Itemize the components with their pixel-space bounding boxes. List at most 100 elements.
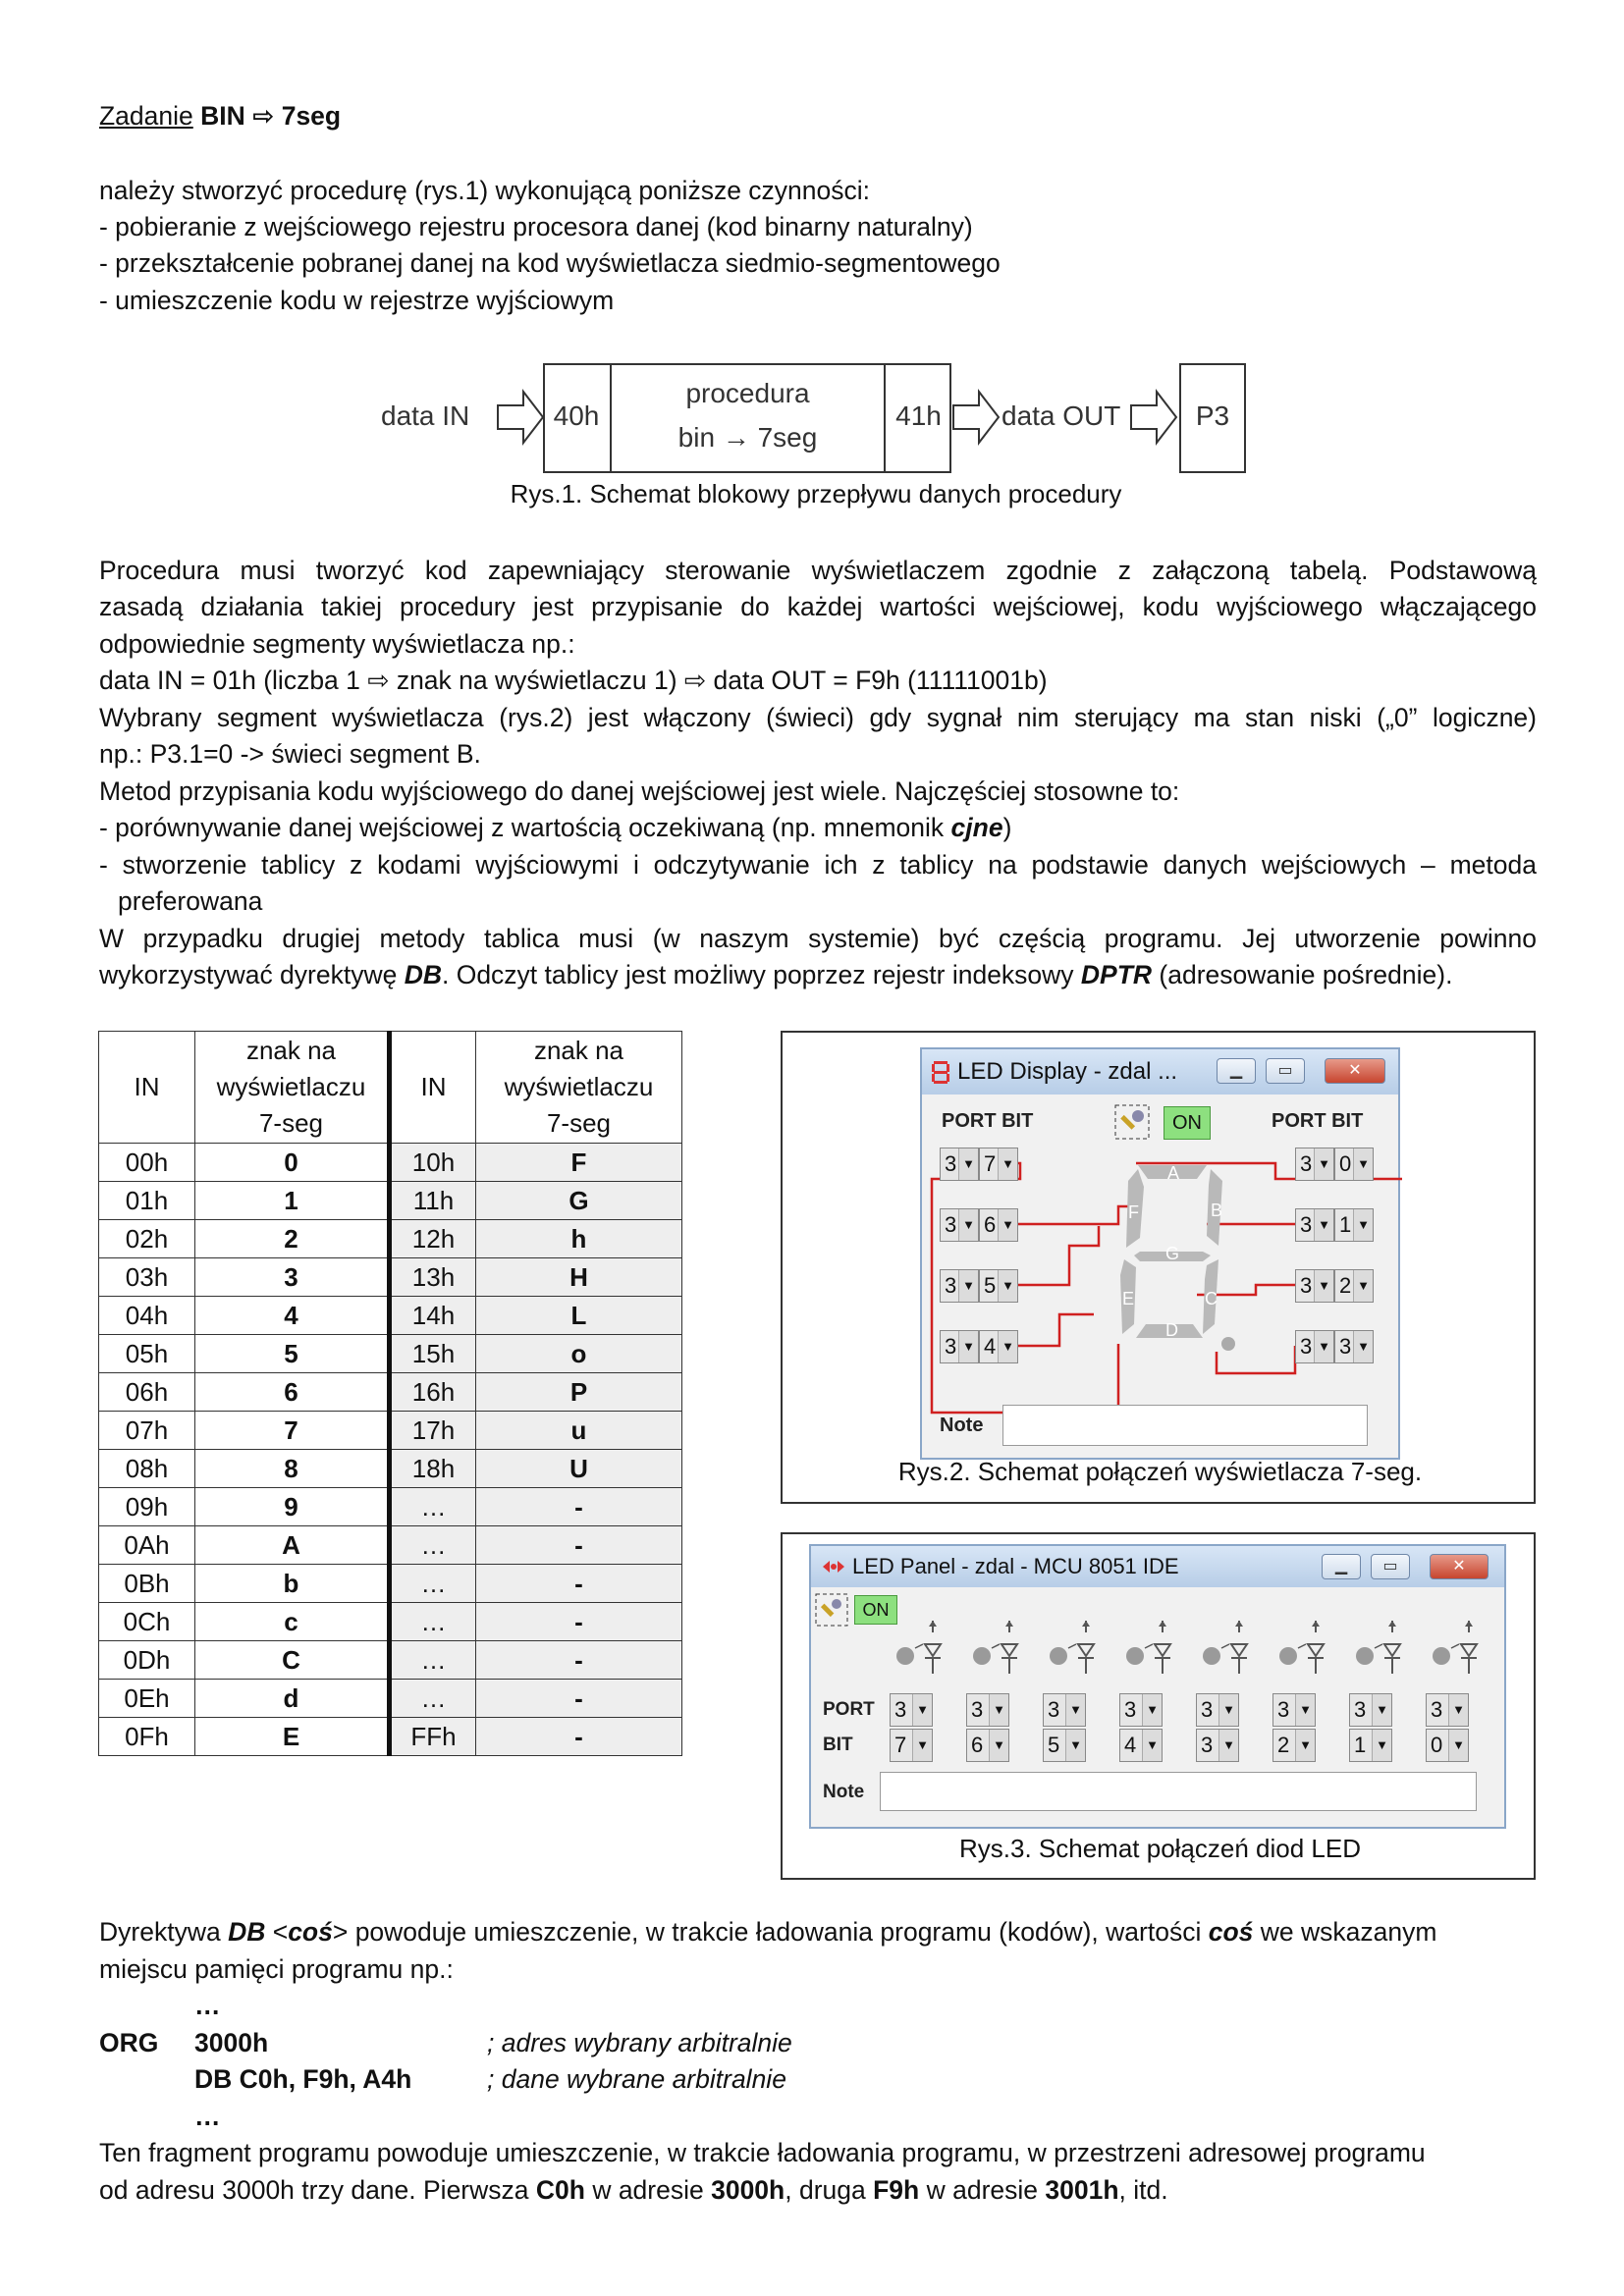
chevron-down-icon[interactable]: ▼	[1065, 1694, 1085, 1726]
bit-select[interactable]: 7▼	[979, 1148, 1018, 1181]
chevron-down-icon[interactable]: ▼	[1448, 1694, 1468, 1726]
port-select[interactable]: 3▼	[940, 1330, 979, 1363]
close-button[interactable]: ✕	[1325, 1058, 1385, 1084]
chevron-down-icon[interactable]: ▼	[1314, 1209, 1333, 1241]
chevron-down-icon[interactable]: ▼	[958, 1148, 978, 1180]
bit-select[interactable]: 6▼	[966, 1729, 1009, 1762]
port-select[interactable]: 3▼	[1295, 1148, 1334, 1181]
chevron-down-icon[interactable]: ▼	[1314, 1270, 1333, 1302]
bit-select[interactable]: 4▼	[979, 1330, 1018, 1363]
port-select[interactable]: 3▼	[966, 1693, 1009, 1727]
on-toggle[interactable]: ON	[1164, 1106, 1211, 1140]
wrench-icon[interactable]	[1114, 1104, 1150, 1140]
chevron-down-icon[interactable]: ▼	[1295, 1694, 1315, 1726]
chevron-down-icon[interactable]: ▼	[1353, 1331, 1373, 1362]
heading-prefix: Zadanie	[99, 101, 193, 131]
table-cell-in: 07h	[98, 1411, 195, 1450]
bit-select[interactable]: 0▼	[1426, 1729, 1469, 1762]
chevron-down-icon[interactable]: ▼	[1218, 1694, 1238, 1726]
port-select[interactable]: 3▼	[940, 1208, 979, 1242]
bit-select[interactable]: 3▼	[1196, 1729, 1239, 1762]
bit-select[interactable]: 5▼	[979, 1269, 1018, 1303]
chevron-down-icon[interactable]: ▼	[1314, 1331, 1333, 1362]
chevron-down-icon[interactable]: ▼	[1372, 1730, 1391, 1761]
segment-label: G	[1165, 1244, 1179, 1263]
port-select[interactable]: 3▼	[1295, 1208, 1334, 1242]
minimize-button[interactable]: ▁	[1322, 1554, 1361, 1579]
note-input[interactable]	[1002, 1405, 1368, 1446]
bit-select[interactable]: 1▼	[1334, 1208, 1374, 1242]
port-select[interactable]: 3▼	[1295, 1269, 1334, 1303]
port-select[interactable]: 3▼	[1119, 1693, 1163, 1727]
table-cell-sign: -	[475, 1717, 682, 1756]
page-heading: Zadanie BIN ⇨ 7seg	[99, 98, 341, 134]
chevron-down-icon[interactable]: ▼	[1142, 1730, 1162, 1761]
segment-label: A	[1167, 1163, 1179, 1183]
chevron-down-icon[interactable]: ▼	[1353, 1148, 1373, 1180]
chevron-down-icon[interactable]: ▼	[1372, 1694, 1391, 1726]
chevron-down-icon[interactable]: ▼	[998, 1270, 1017, 1302]
on-toggle[interactable]: ON	[854, 1595, 897, 1625]
bit-select[interactable]: 4▼	[1119, 1729, 1163, 1762]
port-select[interactable]: 3▼	[940, 1269, 979, 1303]
table-cell-in: 01h	[98, 1181, 195, 1220]
led-icon	[1279, 1621, 1326, 1674]
chevron-down-icon[interactable]: ▼	[958, 1331, 978, 1362]
bit-select[interactable]: 0▼	[1334, 1148, 1374, 1181]
chevron-down-icon[interactable]: ▼	[1142, 1694, 1162, 1726]
bit-select[interactable]: 5▼	[1043, 1729, 1086, 1762]
chevron-down-icon[interactable]: ▼	[998, 1331, 1017, 1362]
bit-select[interactable]: 7▼	[890, 1729, 933, 1762]
close-button[interactable]: ✕	[1430, 1554, 1489, 1579]
wrench-icon[interactable]	[815, 1593, 848, 1627]
chevron-down-icon[interactable]: ▼	[1218, 1730, 1238, 1761]
chevron-down-icon[interactable]: ▼	[958, 1270, 978, 1302]
port-select[interactable]: 3▼	[1426, 1693, 1469, 1727]
chevron-down-icon[interactable]: ▼	[989, 1694, 1008, 1726]
bit-select[interactable]: 1▼	[1349, 1729, 1392, 1762]
chevron-down-icon[interactable]: ▼	[998, 1209, 1017, 1241]
chevron-down-icon[interactable]: ▼	[1353, 1270, 1373, 1302]
bit-select[interactable]: 2▼	[1334, 1269, 1374, 1303]
chevron-down-icon[interactable]: ▼	[1353, 1209, 1373, 1241]
chevron-down-icon[interactable]: ▼	[998, 1148, 1017, 1180]
chevron-down-icon[interactable]: ▼	[989, 1730, 1008, 1761]
bit-select[interactable]: 2▼	[1272, 1729, 1316, 1762]
maximize-button[interactable]: ▭	[1371, 1554, 1410, 1579]
port-select[interactable]: 3▼	[890, 1693, 933, 1727]
port-select[interactable]: 3▼	[1349, 1693, 1392, 1727]
table-header-in: IN	[98, 1031, 195, 1144]
code-address: 3000h	[194, 2028, 269, 2057]
port-select[interactable]: 3▼	[940, 1148, 979, 1181]
chevron-down-icon[interactable]: ▼	[912, 1694, 932, 1726]
port-select[interactable]: 3▼	[1295, 1330, 1334, 1363]
led-icon	[1203, 1621, 1249, 1674]
maximize-button[interactable]: ▭	[1266, 1058, 1305, 1084]
minimize-button[interactable]: ▁	[1217, 1058, 1256, 1084]
note-input[interactable]	[880, 1772, 1477, 1811]
diagram-reg-out: 41h	[895, 400, 942, 431]
port-select[interactable]: 3▼	[1272, 1693, 1316, 1727]
led-icon	[1050, 1621, 1096, 1674]
table-cell-sign: L	[475, 1296, 682, 1335]
table-cell-in: …	[387, 1602, 476, 1641]
port-select[interactable]: 3▼	[1196, 1693, 1239, 1727]
spin-value: 3	[971, 1697, 984, 1722]
chevron-down-icon[interactable]: ▼	[912, 1730, 932, 1761]
bit-select[interactable]: 3▼	[1334, 1330, 1374, 1363]
table-cell-in: 03h	[98, 1257, 195, 1297]
spin-value: 3	[945, 1273, 957, 1298]
table-cell-sign: o	[475, 1334, 682, 1373]
chevron-down-icon[interactable]: ▼	[1448, 1730, 1468, 1761]
chevron-down-icon[interactable]: ▼	[1295, 1730, 1315, 1761]
bit-select[interactable]: 6▼	[979, 1208, 1018, 1242]
port-select[interactable]: 3▼	[1043, 1693, 1086, 1727]
chevron-down-icon[interactable]: ▼	[958, 1209, 978, 1241]
diagram-procedure: procedura	[685, 378, 810, 408]
figure-led-panel: LED Panel - zdal - MCU 8051 IDE ▁ ▭ ✕ ON…	[781, 1532, 1536, 1880]
chevron-down-icon[interactable]: ▼	[1314, 1148, 1333, 1180]
chevron-down-icon[interactable]: ▼	[1065, 1730, 1085, 1761]
